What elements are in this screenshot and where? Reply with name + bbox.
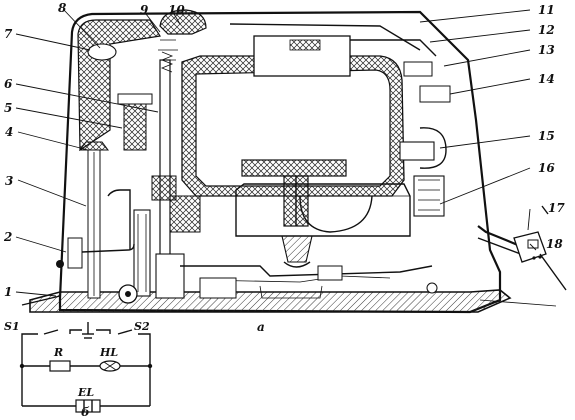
spray-button — [159, 9, 207, 35]
callout-9: 9 — [140, 3, 149, 17]
indicator-lamp — [87, 43, 117, 61]
callout-17: 17 — [548, 201, 565, 215]
callout-16: 16 — [538, 161, 555, 175]
callout-2: 2 — [3, 230, 12, 244]
handle-shell — [77, 19, 161, 152]
callout-13: 13 — [538, 43, 555, 57]
filler-cap — [241, 159, 347, 177]
callout-15: 15 — [538, 129, 555, 143]
panel-a-label: а — [257, 320, 265, 334]
callout-6: 6 — [4, 77, 13, 91]
leader-lines — [15, 9, 537, 297]
callout-8: 8 — [58, 1, 67, 15]
label-s2: S2 — [134, 320, 150, 333]
callout-4: 4 — [5, 125, 13, 139]
switch-box — [253, 35, 351, 77]
sole-plate — [29, 289, 512, 313]
callout-7: 7 — [4, 27, 13, 41]
thermostat — [399, 141, 435, 161]
callout-12: 12 — [538, 23, 555, 37]
iron-body — [21, 9, 567, 314]
electrical-schematic: S1 S2 R HL EL б — [4, 320, 153, 419]
callout-10: 10 — [168, 3, 185, 17]
callout-3: 3 — [5, 174, 13, 188]
label-r: R — [53, 346, 63, 359]
callout-labels: 1 2 3 4 5 6 7 8 9 10 11 12 13 14 15 16 1… — [3, 1, 565, 299]
callout-1: 1 — [4, 285, 12, 299]
callout-14: 14 — [538, 72, 555, 86]
label-hl: HL — [99, 346, 118, 359]
panel-b-label: б — [81, 405, 90, 419]
label-s1: S1 — [4, 320, 20, 333]
resistor-r — [49, 360, 71, 372]
callout-18: 18 — [546, 237, 563, 251]
callout-11: 11 — [538, 3, 555, 17]
callout-5: 5 — [4, 101, 12, 115]
label-el: EL — [77, 386, 94, 399]
